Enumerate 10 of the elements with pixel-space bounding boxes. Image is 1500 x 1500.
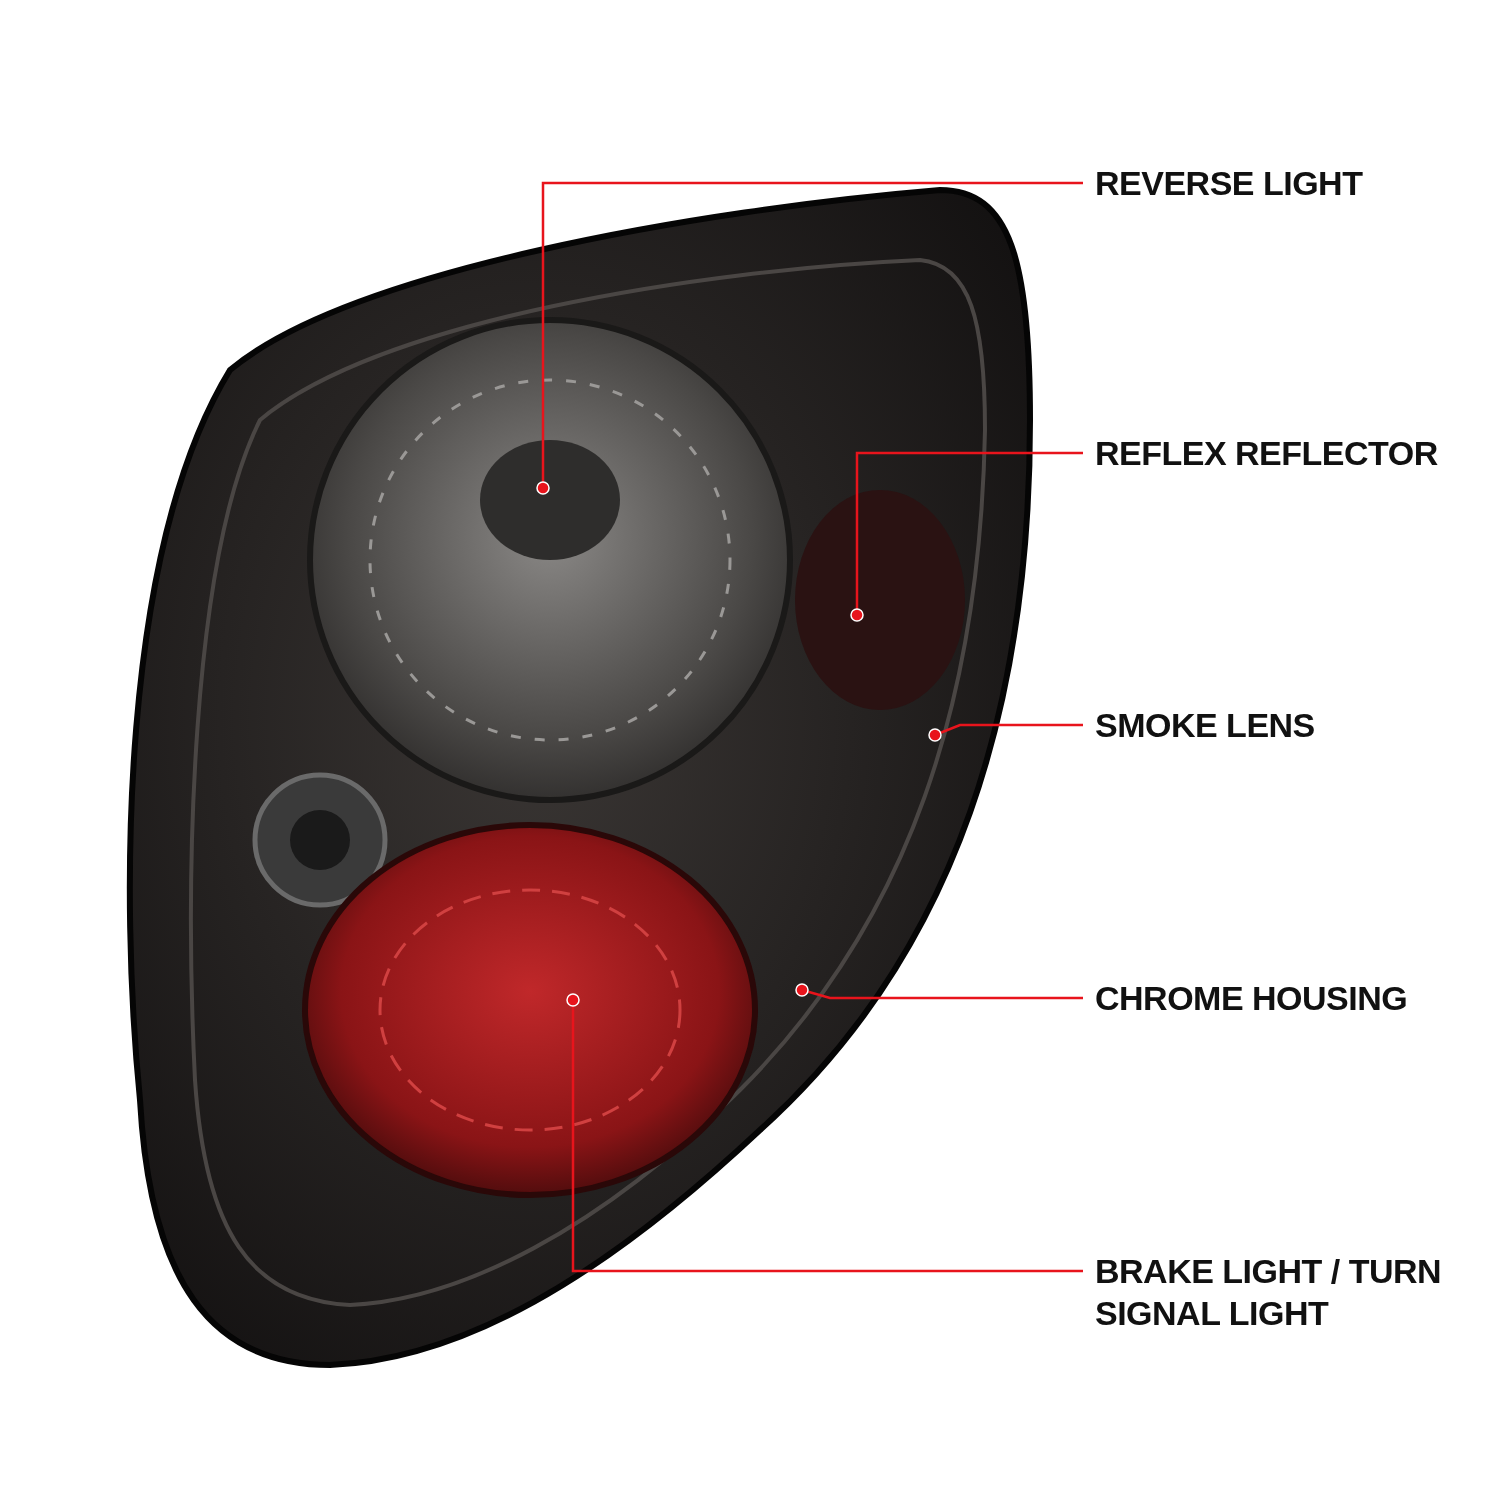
leader-line — [566, 993, 1083, 1273]
callout-label: REFLEX REFLECTOR — [1095, 432, 1438, 474]
leader-line — [850, 451, 1083, 622]
callout-label: REVERSE LIGHT — [1095, 162, 1363, 204]
leader-line — [795, 983, 1083, 1000]
callout-label: CHROME HOUSING — [1095, 977, 1408, 1019]
callout-label: BRAKE LIGHT / TURN SIGNAL LIGHT — [1095, 1250, 1480, 1334]
callout-label: SMOKE LENS — [1095, 704, 1315, 746]
leader-line — [928, 723, 1083, 742]
leader-line — [536, 181, 1083, 495]
